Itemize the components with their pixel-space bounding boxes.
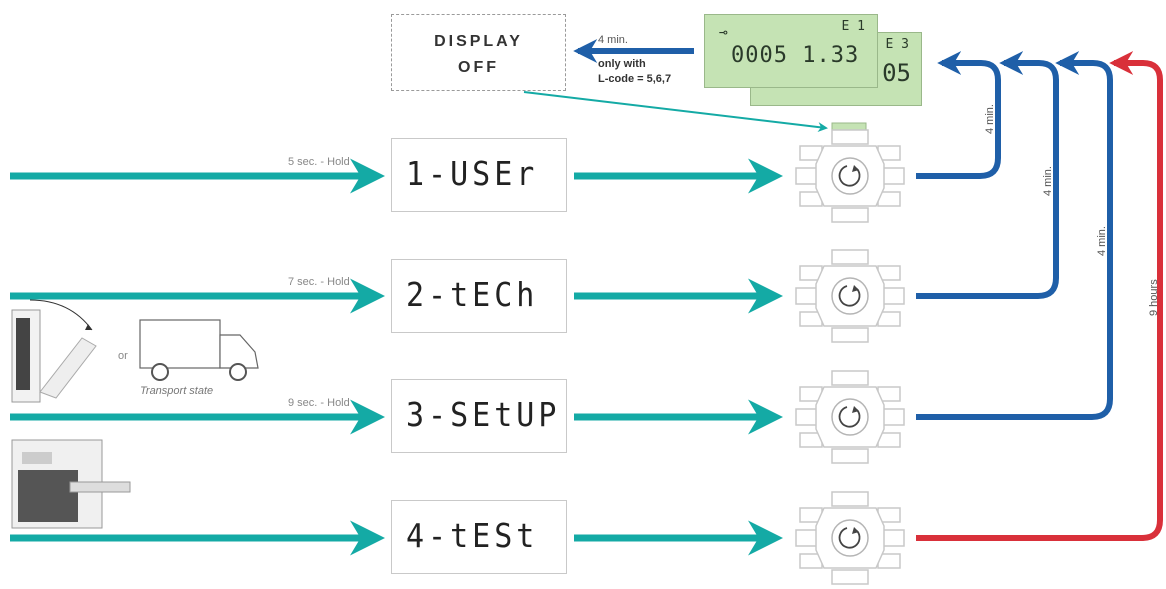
- display-off-connector: [523, 91, 828, 133]
- lcd-front-main: 0005 1.33: [731, 43, 860, 68]
- timeout-label: 4 min.: [598, 34, 628, 46]
- mode-selector-setup: [795, 370, 905, 464]
- return-arrow-test: [916, 51, 1163, 541]
- or-label: or: [118, 350, 128, 362]
- mode-box-user: 1-USEr: [391, 138, 567, 212]
- device-illustration: [11, 439, 131, 529]
- return-arrow-user: [916, 51, 1001, 179]
- truck-icon: [139, 319, 259, 381]
- return-label-setup: 4 min.: [1096, 226, 1108, 256]
- lcode-note-line1: only with: [598, 58, 646, 70]
- mode-display-user: 1-USEr: [406, 155, 539, 194]
- lcode-note-line2: L-code = 5,6,7: [598, 73, 672, 85]
- return-arrow-tech: [916, 51, 1059, 299]
- lcd-back-code: E 3: [885, 37, 909, 52]
- plug-icon: ⊸: [719, 25, 728, 41]
- return-label-user: 4 min.: [984, 104, 996, 134]
- mode-display-tech: 2-tECh: [406, 276, 539, 315]
- transport-caption: Transport state: [140, 385, 214, 397]
- return-arrow-setup: [916, 51, 1113, 420]
- display-off-line1: DISPLAY: [434, 33, 523, 50]
- mode-box-tech: 2-tECh: [391, 259, 567, 333]
- mode-selector-user: [795, 129, 905, 223]
- device-lid-illustration: [11, 299, 97, 403]
- display-off-line2: OFF: [458, 59, 499, 76]
- hold-label-setup: 9 sec. - Hold: [288, 397, 350, 409]
- hold-label-tech: 7 sec. - Hold: [288, 276, 350, 288]
- lcd-front: ⊸ E 1 0005 1.33: [704, 14, 878, 88]
- lcd-back-main: 05: [882, 59, 911, 87]
- mode-display-setup: 3-SEtUP: [406, 396, 561, 435]
- return-label-test: 9 hours: [1148, 279, 1160, 316]
- mode-box-test: 4-tESt: [391, 500, 567, 574]
- hold-label-user: 5 sec. - Hold: [288, 156, 350, 168]
- return-label-tech: 4 min.: [1042, 166, 1054, 196]
- mode-display-test: 4-tESt: [406, 517, 539, 556]
- mode-box-setup: 3-SEtUP: [391, 379, 567, 453]
- mode-selector-tech: [795, 249, 905, 343]
- lcd-front-code: E 1: [841, 19, 865, 34]
- mode-selector-test: [795, 491, 905, 585]
- display-off-box: DISPLAY OFF: [391, 14, 566, 91]
- lcode-note: only with L-code = 5,6,7: [598, 57, 671, 87]
